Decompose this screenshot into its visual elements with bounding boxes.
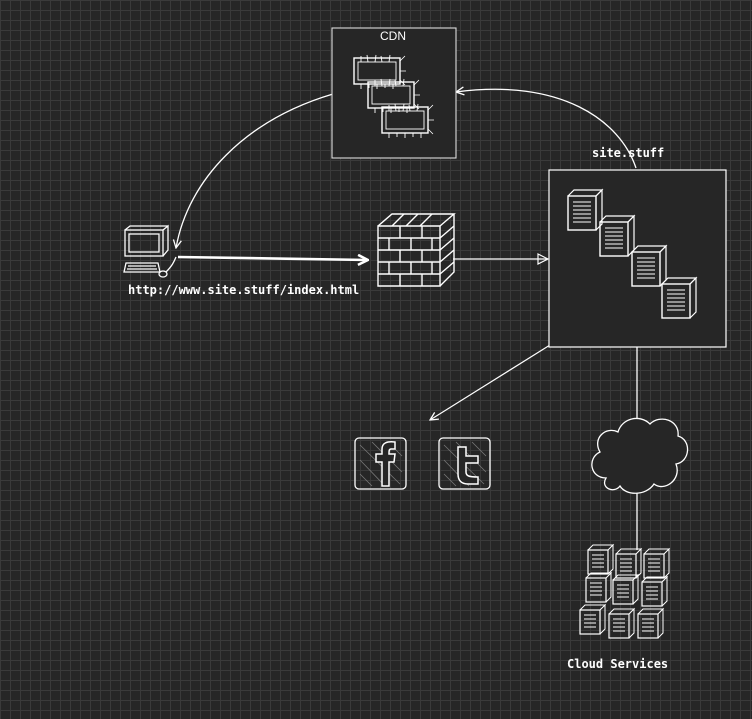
facebook-icon <box>354 437 407 490</box>
cdn-box <box>331 27 457 159</box>
twitter-icon <box>438 437 491 490</box>
connection-cdn-to-client <box>176 93 334 248</box>
cdn-label: CDN <box>380 29 406 43</box>
cloud-icon <box>591 417 689 494</box>
datacenter-icon <box>579 544 670 639</box>
url-label: http://www.site.stuff/index.html <box>128 283 360 297</box>
connection-client-to-firewall <box>177 257 368 260</box>
site-label: site.stuff <box>592 146 665 160</box>
cloud-services-label: Cloud Services <box>567 657 669 671</box>
computer-icon <box>123 224 177 278</box>
connection-site-to-social <box>430 345 550 420</box>
firewall-icon <box>377 213 456 287</box>
connection-site-to-cdn <box>456 89 637 169</box>
